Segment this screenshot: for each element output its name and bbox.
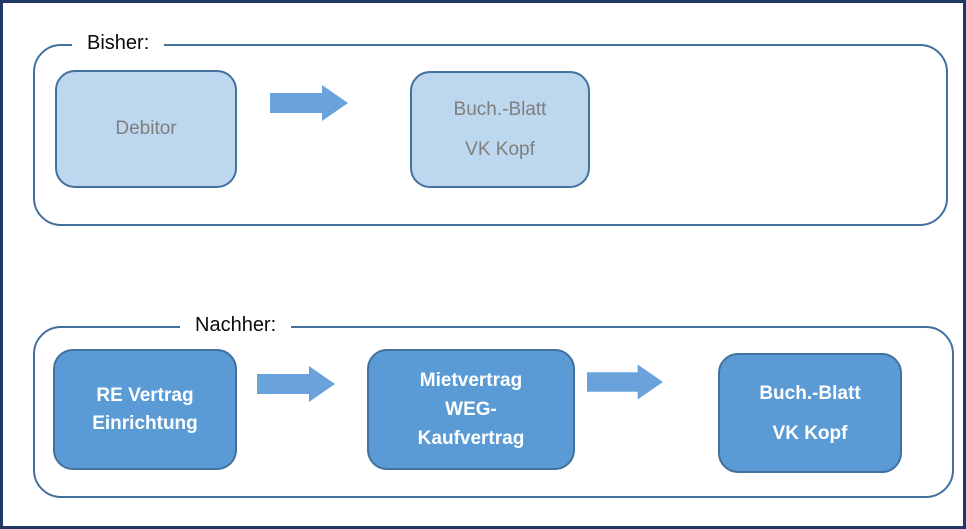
node-line: Buch.-Blatt (759, 382, 861, 404)
right-block-arrow-icon (270, 85, 348, 121)
node-line: VK Kopf (772, 422, 848, 444)
node-line: VK Kopf (465, 139, 535, 160)
group-bisher-label: Bisher: (72, 31, 165, 55)
right-block-arrow-icon (257, 366, 335, 402)
node-debitor: Debitor (55, 70, 237, 188)
node-line: Mietvertrag (419, 370, 523, 391)
node-line: WEG- (445, 399, 497, 420)
node-line: Buch.-Blatt (453, 99, 547, 120)
node-buchblatt-vk-kopf-nachher: Buch.-Blatt VK Kopf (718, 353, 902, 473)
group-nachher: Nachher: RE Vertrag Einrichtung Mietvert… (33, 313, 954, 498)
node-debitor-label: Debitor (115, 118, 177, 139)
group-nachher-label: Nachher: (180, 313, 292, 337)
group-bisher: Bisher: Debitor Buch.-Blatt VK Kopf (33, 31, 948, 226)
node-re-vertrag-einrichtung: RE Vertrag Einrichtung (53, 349, 237, 470)
node-line: Einrichtung (92, 412, 198, 434)
node-line: Kaufvertrag (417, 428, 525, 449)
node-buchblatt-vk-kopf-bisher: Buch.-Blatt VK Kopf (410, 71, 590, 188)
node-line: RE Vertrag (96, 384, 194, 406)
node-mietvertrag-weg-kaufvertrag: Mietvertrag WEG- Kaufvertrag (367, 349, 575, 470)
right-block-arrow-icon (587, 364, 663, 400)
